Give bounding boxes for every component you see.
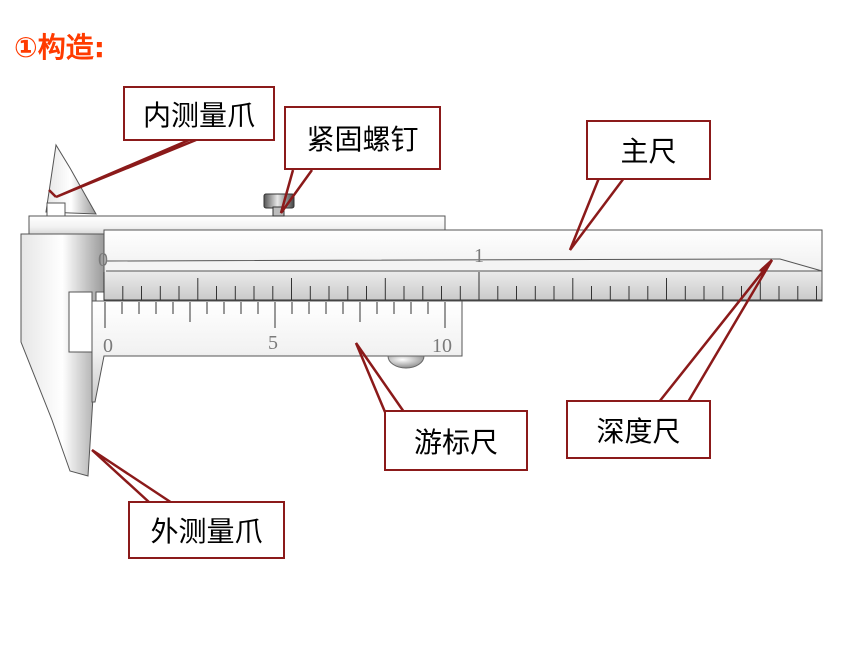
thumb-knob: [387, 355, 425, 369]
label-vernier-scale: 游标尺: [384, 410, 528, 471]
label-outer-jaw: 外测量爪: [128, 501, 285, 559]
pointer-lock-screw: [279, 169, 314, 214]
main-scale-number: 1: [474, 245, 484, 267]
vernier-number: 0: [103, 335, 113, 357]
vernier-number: 5: [268, 332, 278, 354]
label-inner-jaw: 内测量爪: [123, 86, 275, 141]
pointer-main-scale: [568, 177, 625, 251]
label-depth-rod: 深度尺: [566, 400, 711, 459]
pointer-inner-jaw-tip: [48, 189, 57, 198]
vernier-scale-ticks: [104, 302, 446, 328]
pointer-lines: [48, 138, 774, 505]
pointer-vernier: [354, 342, 406, 413]
vernier-number: 10: [432, 335, 452, 357]
label-main-scale: 主尺: [586, 120, 711, 180]
section-heading: ①构造:: [14, 31, 105, 64]
depth-rod: [105, 258, 823, 272]
inner-jaw-tip: [46, 202, 66, 217]
main-scale-number: 0: [98, 249, 108, 271]
pointer-inner-jaw: [55, 138, 197, 199]
pointer-depth-rod-extra: [759, 259, 773, 272]
vernier-window: [68, 291, 93, 353]
pointer-outer-jaw: [91, 448, 173, 505]
label-lock-screw: 紧固螺钉: [284, 106, 441, 170]
vernier-slider: [91, 300, 463, 403]
lock-screw-stem: [272, 206, 285, 217]
